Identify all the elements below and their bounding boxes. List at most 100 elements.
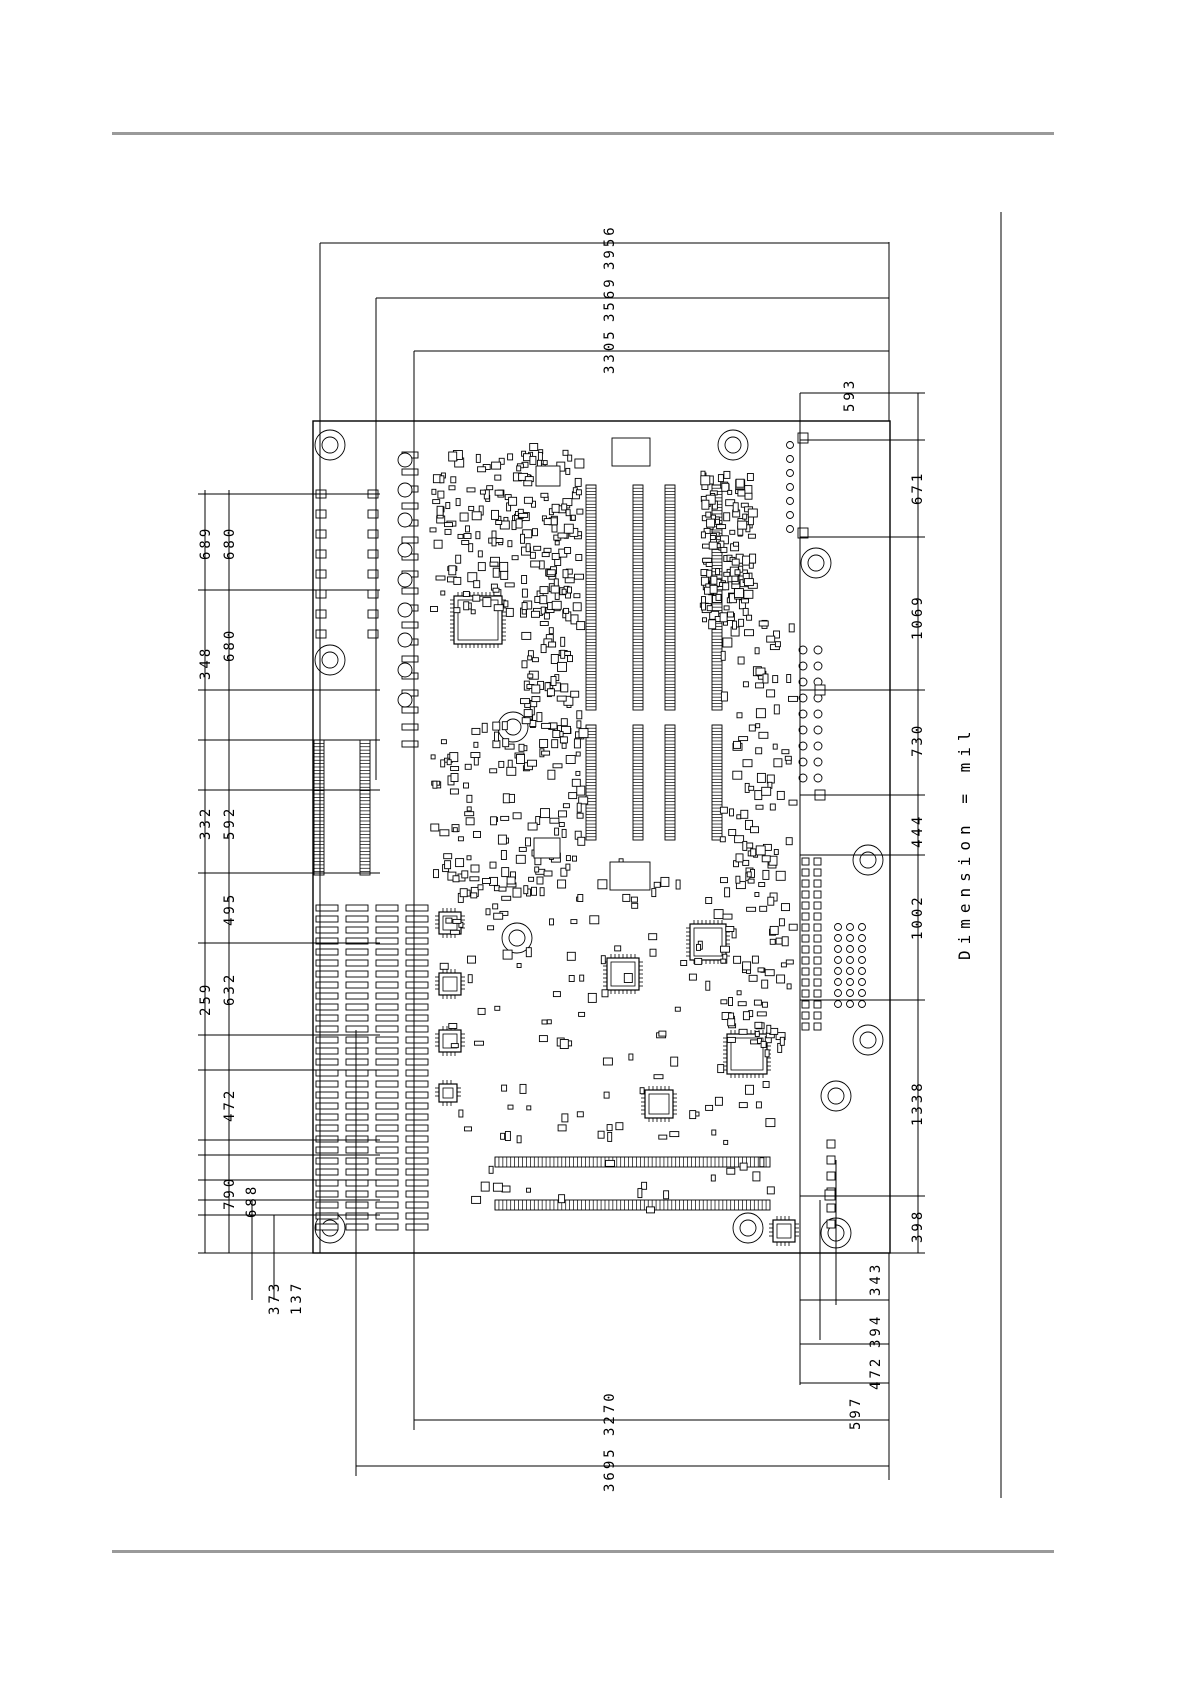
- lower-conn-pin: [827, 1204, 835, 1212]
- smd-part: [462, 541, 469, 545]
- smd-part: [559, 823, 564, 827]
- smd-part: [664, 1191, 669, 1199]
- smd-part: [740, 1163, 747, 1170]
- smd-part: [702, 500, 709, 509]
- smd-part: [466, 526, 470, 532]
- left-pad: [346, 1224, 368, 1230]
- header-square-pin: [802, 1012, 809, 1019]
- smd-part: [526, 838, 531, 846]
- smd-part: [502, 896, 511, 900]
- dim-left-472: 472: [222, 1088, 238, 1122]
- smd-part: [756, 1102, 761, 1108]
- smd-part: [631, 897, 637, 902]
- smd-part: [552, 554, 559, 560]
- left-round-pad-6: [398, 633, 412, 647]
- smd-part: [516, 855, 525, 863]
- smd-part: [465, 812, 474, 816]
- smd-part: [432, 489, 436, 494]
- smd-part: [671, 1057, 678, 1066]
- smd-part: [540, 587, 548, 594]
- left-pad: [376, 960, 398, 966]
- dim-lr-472: 472: [868, 1356, 884, 1390]
- mounting-hole-inner-0: [322, 437, 338, 453]
- smd-part: [489, 1166, 493, 1173]
- smd-part: [753, 1172, 760, 1181]
- left-round-pad-4: [398, 573, 412, 587]
- left-pad: [346, 1048, 368, 1054]
- header-pin: [814, 710, 822, 718]
- smd-part: [743, 760, 752, 767]
- mounting-hole-inner-5: [740, 1220, 756, 1236]
- smd-part: [756, 846, 765, 855]
- smd-part: [762, 787, 771, 795]
- smd-part: [580, 975, 584, 981]
- smd-part: [460, 513, 468, 521]
- smd-part: [576, 752, 580, 756]
- smd-part: [767, 1187, 774, 1194]
- dim-left-348: 348: [198, 646, 214, 680]
- chip-top-2: [536, 466, 560, 486]
- smd-part: [499, 887, 506, 891]
- left-upper-pad: [316, 510, 326, 518]
- smd-part: [537, 713, 542, 722]
- smd-part: [437, 506, 443, 515]
- smd-part: [495, 475, 501, 480]
- left-pad: [316, 1103, 338, 1109]
- smd-part: [492, 510, 499, 519]
- smd-part: [733, 621, 737, 629]
- smd-part: [544, 519, 551, 525]
- left-upper-pad: [316, 550, 326, 558]
- smd-part: [447, 760, 451, 765]
- left-pad: [406, 1158, 428, 1164]
- mounting-hole-inner-2: [322, 652, 338, 668]
- smd-part: [588, 993, 596, 1002]
- smd-part: [526, 948, 531, 957]
- dim-left-592: 592: [222, 806, 238, 840]
- left-connector-pad: [402, 724, 418, 730]
- smd-part: [493, 588, 499, 592]
- left-pad: [346, 1103, 368, 1109]
- smd-part: [615, 946, 621, 951]
- left-pad: [406, 905, 428, 911]
- left-pad: [406, 1136, 428, 1142]
- smd-part: [562, 589, 566, 594]
- smd-part: [749, 786, 754, 790]
- smd-part: [721, 946, 730, 952]
- smd-part: [488, 926, 494, 930]
- smd-part: [650, 949, 656, 956]
- smd-part: [550, 818, 559, 823]
- smd-part: [710, 536, 715, 540]
- left-connector-pad: [402, 469, 418, 475]
- left-pad: [376, 971, 398, 977]
- smd-part: [676, 880, 680, 889]
- smd-part: [502, 1186, 510, 1192]
- header2-pin: [859, 935, 866, 942]
- left-pad: [346, 1081, 368, 1087]
- smd-part: [494, 605, 503, 611]
- smd-part: [718, 1065, 724, 1073]
- smd-part: [478, 1008, 485, 1014]
- smd-part: [557, 696, 566, 701]
- smd-part: [577, 622, 585, 630]
- header-square-pin: [802, 990, 809, 997]
- left-connector-pad: [402, 503, 418, 509]
- smd-part: [490, 862, 496, 868]
- header-square-pin: [814, 935, 821, 942]
- smd-part: [743, 682, 748, 687]
- smd-part: [743, 860, 749, 865]
- dim-left-373: 373: [267, 1281, 283, 1315]
- smd-part: [706, 981, 710, 990]
- smd-part: [743, 608, 748, 615]
- smd-part: [748, 879, 754, 883]
- square-marker-4: [825, 1190, 835, 1200]
- smd-part: [441, 591, 445, 595]
- smd-part: [520, 1084, 526, 1093]
- smd-part: [559, 1195, 565, 1203]
- smd-part: [728, 1019, 735, 1026]
- left-pad: [316, 1202, 338, 1208]
- smd-part: [716, 569, 720, 575]
- smd-part: [513, 888, 521, 897]
- smd-part: [744, 590, 753, 598]
- left-pad: [346, 1059, 368, 1065]
- left-pad: [346, 1092, 368, 1098]
